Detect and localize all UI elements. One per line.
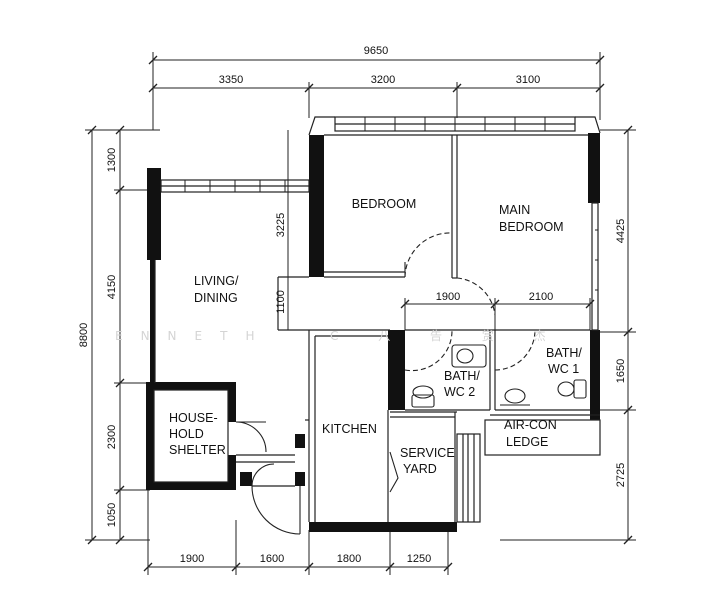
watermark-right: C 八 告 赏 杰	[330, 329, 564, 343]
dim-overall-width: 9650	[364, 45, 388, 57]
dim-inner-3225: 3225	[275, 213, 287, 237]
room-kitchen: KITCHEN	[322, 422, 377, 436]
room-aircon-line1: AIR-CON	[504, 418, 557, 432]
room-household-line3: SHELTER	[169, 443, 226, 457]
dim-right-4425: 4425	[615, 219, 627, 243]
room-bath1-line2: WC 1	[548, 362, 579, 376]
room-main-bedroom-line2: BEDROOM	[499, 220, 564, 234]
room-service-line2: YARD	[403, 462, 437, 476]
dim-right-1650: 1650	[615, 359, 627, 383]
room-living-line2: DINING	[194, 291, 238, 305]
room-bedroom: BEDROOM	[352, 197, 417, 211]
dim-left-4150: 4150	[106, 275, 118, 299]
dim-inner-2100: 2100	[529, 291, 553, 303]
room-living-line1: LIVING/	[194, 274, 239, 288]
dim-bottom-1800: 1800	[337, 553, 361, 565]
dim-top-3100: 3100	[516, 74, 540, 86]
walls	[146, 133, 600, 532]
dim-left-2300: 2300	[106, 425, 118, 449]
dim-top-3200: 3200	[371, 74, 395, 86]
room-labels: BEDROOM MAIN BEDROOM LIVING/ DINING HOUS…	[169, 197, 582, 476]
dim-right-2725: 2725	[615, 463, 627, 487]
room-household-line1: HOUSE-	[169, 411, 218, 425]
room-outlines	[153, 116, 601, 523]
dim-bottom-1600: 1600	[260, 553, 284, 565]
window-mullions	[184, 117, 598, 291]
dim-left-1300: 1300	[106, 148, 118, 172]
room-household-line2: HOLD	[169, 427, 204, 441]
room-bath2-line2: WC 2	[444, 385, 475, 399]
room-bath1-line1: BATH/	[546, 346, 582, 360]
dimension-labels: 9650 3350 3200 3100 8800 1300 4150 2300 …	[78, 45, 627, 565]
dim-inner-1900: 1900	[436, 291, 460, 303]
room-aircon-line2: LEDGE	[506, 435, 548, 449]
dim-bottom-1250: 1250	[407, 553, 431, 565]
dim-left-1050: 1050	[106, 503, 118, 527]
dimension-ticks	[87, 55, 633, 572]
dim-top-3350: 3350	[219, 74, 243, 86]
doors	[235, 232, 536, 535]
room-service-line1: SERVICE	[400, 446, 455, 460]
bath-fixtures	[411, 344, 587, 408]
dim-inner-1100: 1100	[275, 290, 287, 314]
room-main-bedroom-line1: MAIN	[499, 203, 530, 217]
watermark-left: ENNETH	[115, 329, 272, 343]
room-bath2-line1: BATH/	[444, 369, 480, 383]
dim-overall-height: 8800	[78, 323, 90, 347]
dim-bottom-1900: 1900	[180, 553, 204, 565]
